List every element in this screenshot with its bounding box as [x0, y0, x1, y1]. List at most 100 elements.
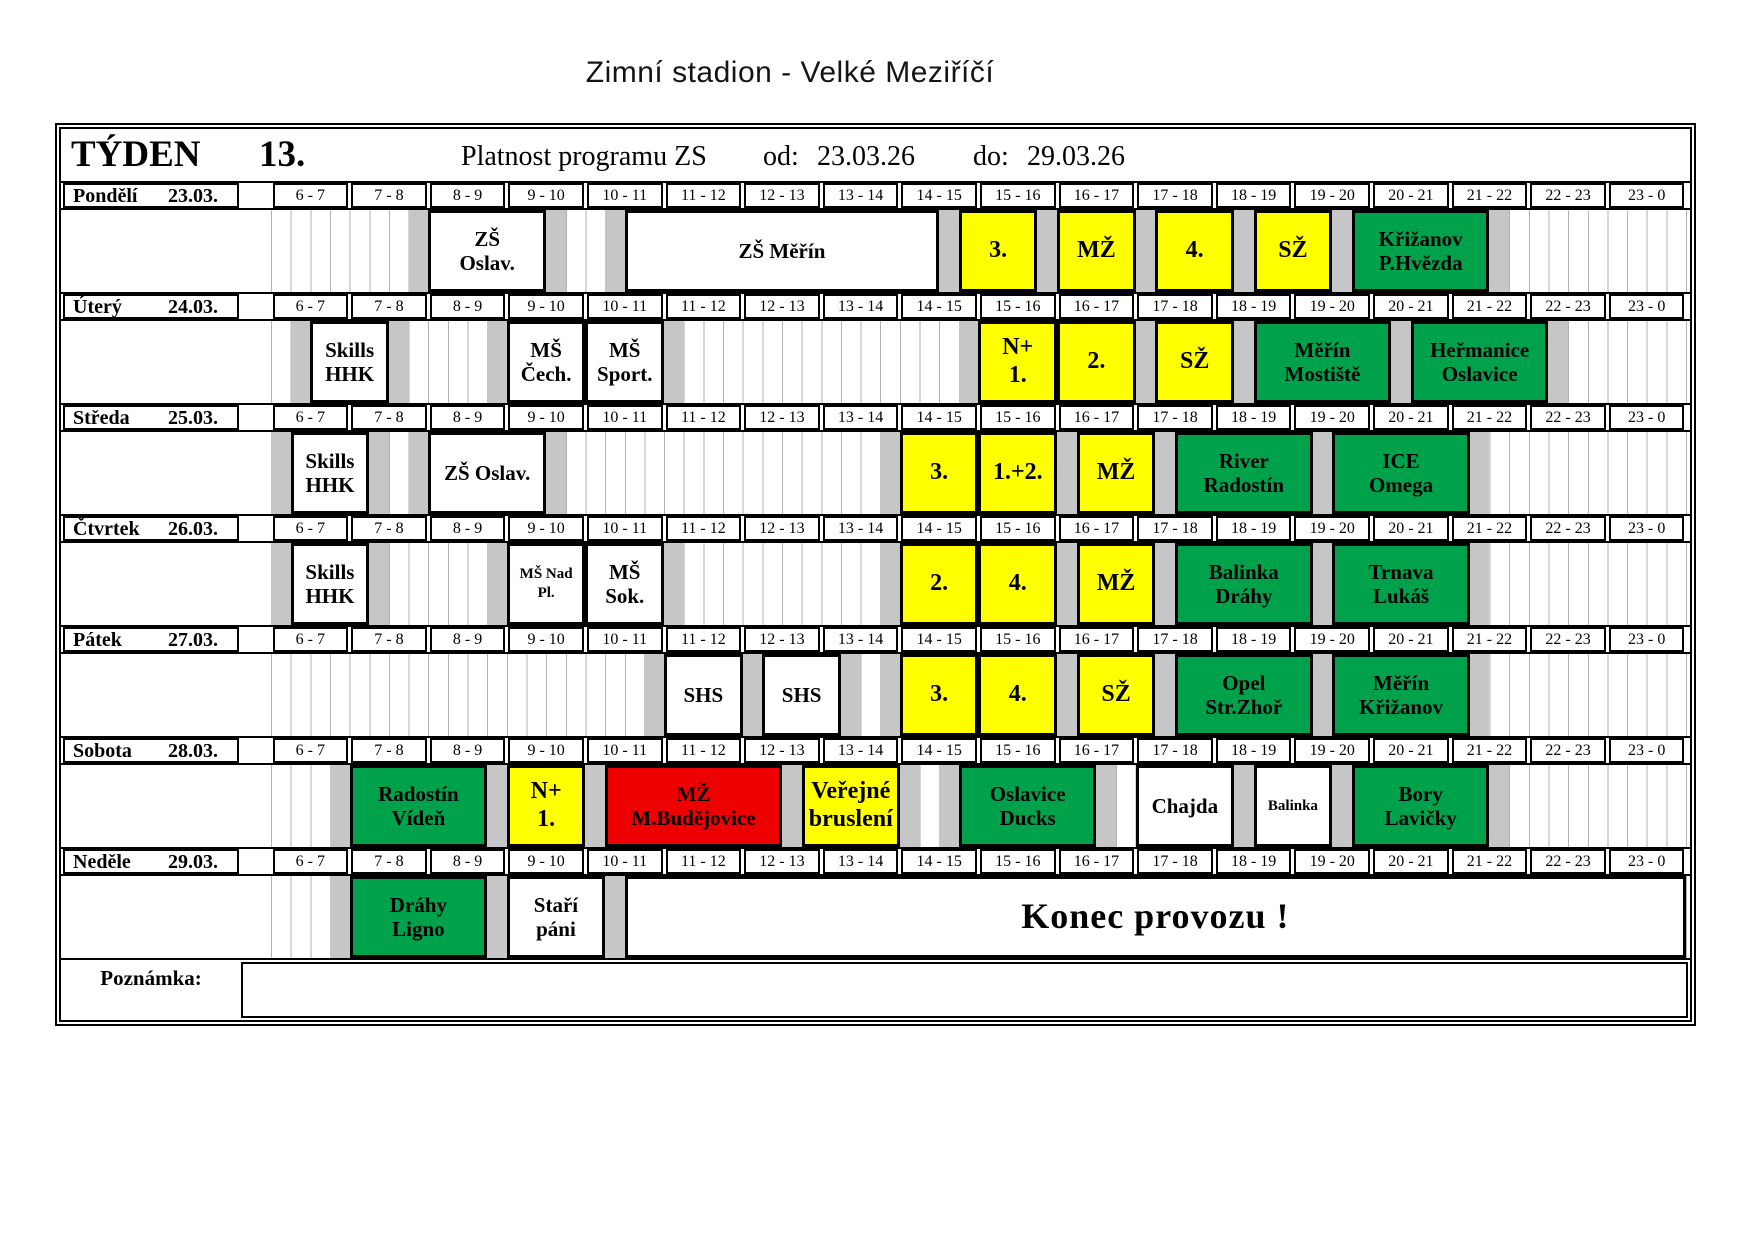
hour-slot-label: 12 - 13 — [744, 405, 820, 430]
event-block: SHS — [664, 654, 743, 736]
resurfacing-band — [369, 543, 389, 625]
hour-slot-label: 14 - 15 — [901, 849, 977, 874]
hour-slot-label: 12 - 13 — [744, 294, 820, 319]
hour-slot-label: 17 - 18 — [1137, 183, 1213, 208]
hour-slot-label: 19 - 20 — [1294, 849, 1371, 874]
day-date: 25.03. — [168, 407, 218, 429]
hour-slot-label: 14 - 15 — [901, 405, 977, 430]
hour-slot-label: 7 - 8 — [351, 849, 427, 874]
hour-slot-label: 14 - 15 — [901, 516, 977, 541]
event-block-text: HHK — [305, 473, 355, 497]
event-block-text: 1. — [1008, 362, 1027, 388]
hour-slot-label: 7 - 8 — [351, 738, 427, 763]
hour-slot-label: 18 - 19 — [1215, 405, 1292, 430]
resurfacing-band — [939, 210, 959, 292]
hour-slot-label: 10 - 11 — [586, 516, 663, 541]
event-block-text: N+ — [1002, 334, 1034, 361]
resurfacing-band — [487, 543, 507, 625]
day-date: 23.03. — [168, 185, 218, 207]
hour-slot-label: 9 - 10 — [508, 183, 584, 208]
event-block-text: Radostín — [378, 781, 459, 806]
hour-slot-label: 11 - 12 — [665, 849, 742, 874]
event-block-text: Konec provozu ! — [1021, 896, 1290, 937]
hour-slot-label: 13 - 14 — [822, 183, 899, 208]
resurfacing-band — [664, 321, 684, 403]
hour-slot-label: 18 - 19 — [1215, 183, 1292, 208]
resurfacing-band — [487, 321, 507, 403]
hour-slot-label: 14 - 15 — [901, 627, 977, 652]
resurfacing-band — [899, 765, 920, 847]
hour-slot-label: 23 - 0 — [1608, 294, 1685, 319]
resurfacing-band — [1057, 432, 1077, 514]
day-name: Středa — [73, 407, 130, 429]
resurfacing-band — [546, 210, 566, 292]
resurfacing-band — [1312, 432, 1333, 514]
hour-slot-label: 15 - 16 — [979, 183, 1056, 208]
event-block: 2. — [899, 543, 979, 625]
event-block: SŽ — [1076, 654, 1156, 736]
hour-slot-label: 20 - 21 — [1373, 627, 1449, 652]
event-block: MŽ — [1076, 543, 1156, 625]
hour-slot-label: 17 - 18 — [1137, 405, 1213, 430]
event-block-text: Str.Zhoř — [1205, 695, 1283, 719]
event-block: 3. — [958, 210, 1038, 292]
event-block-text: SHS — [781, 682, 822, 707]
day-name: Pondělí — [73, 185, 138, 207]
event-block-text: MŽ — [1096, 570, 1136, 597]
event-block: 4. — [978, 543, 1058, 625]
hour-slot-label: 22 - 23 — [1530, 516, 1606, 541]
event-block-text: Skills — [305, 559, 355, 584]
hour-slot-label: 14 - 15 — [901, 183, 977, 208]
hour-slot-label: 10 - 11 — [586, 738, 663, 763]
resurfacing-band — [1155, 654, 1175, 736]
day-date: 28.03. — [168, 740, 218, 762]
hour-slot-label: 15 - 16 — [979, 627, 1056, 652]
valid-from-label: od: — [763, 141, 799, 172]
event-block: SŽ — [1155, 321, 1234, 403]
resurfacing-band — [1155, 543, 1175, 625]
hour-slot-label: 19 - 20 — [1294, 738, 1371, 763]
event-block: MŽ — [1076, 432, 1156, 514]
resurfacing-band — [1135, 210, 1156, 292]
event-block-text: Křižanov — [1378, 226, 1463, 251]
hour-slot-label: 20 - 21 — [1373, 294, 1449, 319]
event-block-text: Vídeň — [391, 806, 446, 830]
hour-slot-label: 15 - 16 — [979, 405, 1056, 430]
hour-slot-label: 21 - 22 — [1451, 183, 1528, 208]
hour-slot-label: 22 - 23 — [1530, 294, 1606, 319]
event-block-text: ZŠ Oslav. — [443, 460, 531, 485]
hour-slot-label: 11 - 12 — [665, 516, 742, 541]
week-label: TÝDEN — [71, 134, 201, 175]
day-name: Neděle — [73, 851, 131, 873]
event-block: 3. — [899, 654, 979, 736]
hour-slot-label: 11 - 12 — [665, 627, 742, 652]
event-block-text: Ducks — [999, 806, 1056, 830]
resurfacing-band — [329, 765, 350, 847]
note-row: Poznámka: — [61, 960, 1690, 1020]
hour-slot-label: 6 - 7 — [272, 738, 349, 763]
event-block-text: 1.+2. — [992, 459, 1043, 486]
resurfacing-band — [1057, 543, 1077, 625]
event-block-text: SŽ — [1179, 348, 1210, 375]
hour-slot-label: 19 - 20 — [1294, 627, 1371, 652]
hour-slot-label: 20 - 21 — [1373, 516, 1449, 541]
event-block: 4. — [1155, 210, 1234, 292]
hour-slot-label: 17 - 18 — [1137, 294, 1213, 319]
event-block-text: Měřín — [1373, 670, 1429, 695]
hour-slot-label: 16 - 17 — [1058, 627, 1135, 652]
resurfacing-band — [1057, 654, 1077, 736]
